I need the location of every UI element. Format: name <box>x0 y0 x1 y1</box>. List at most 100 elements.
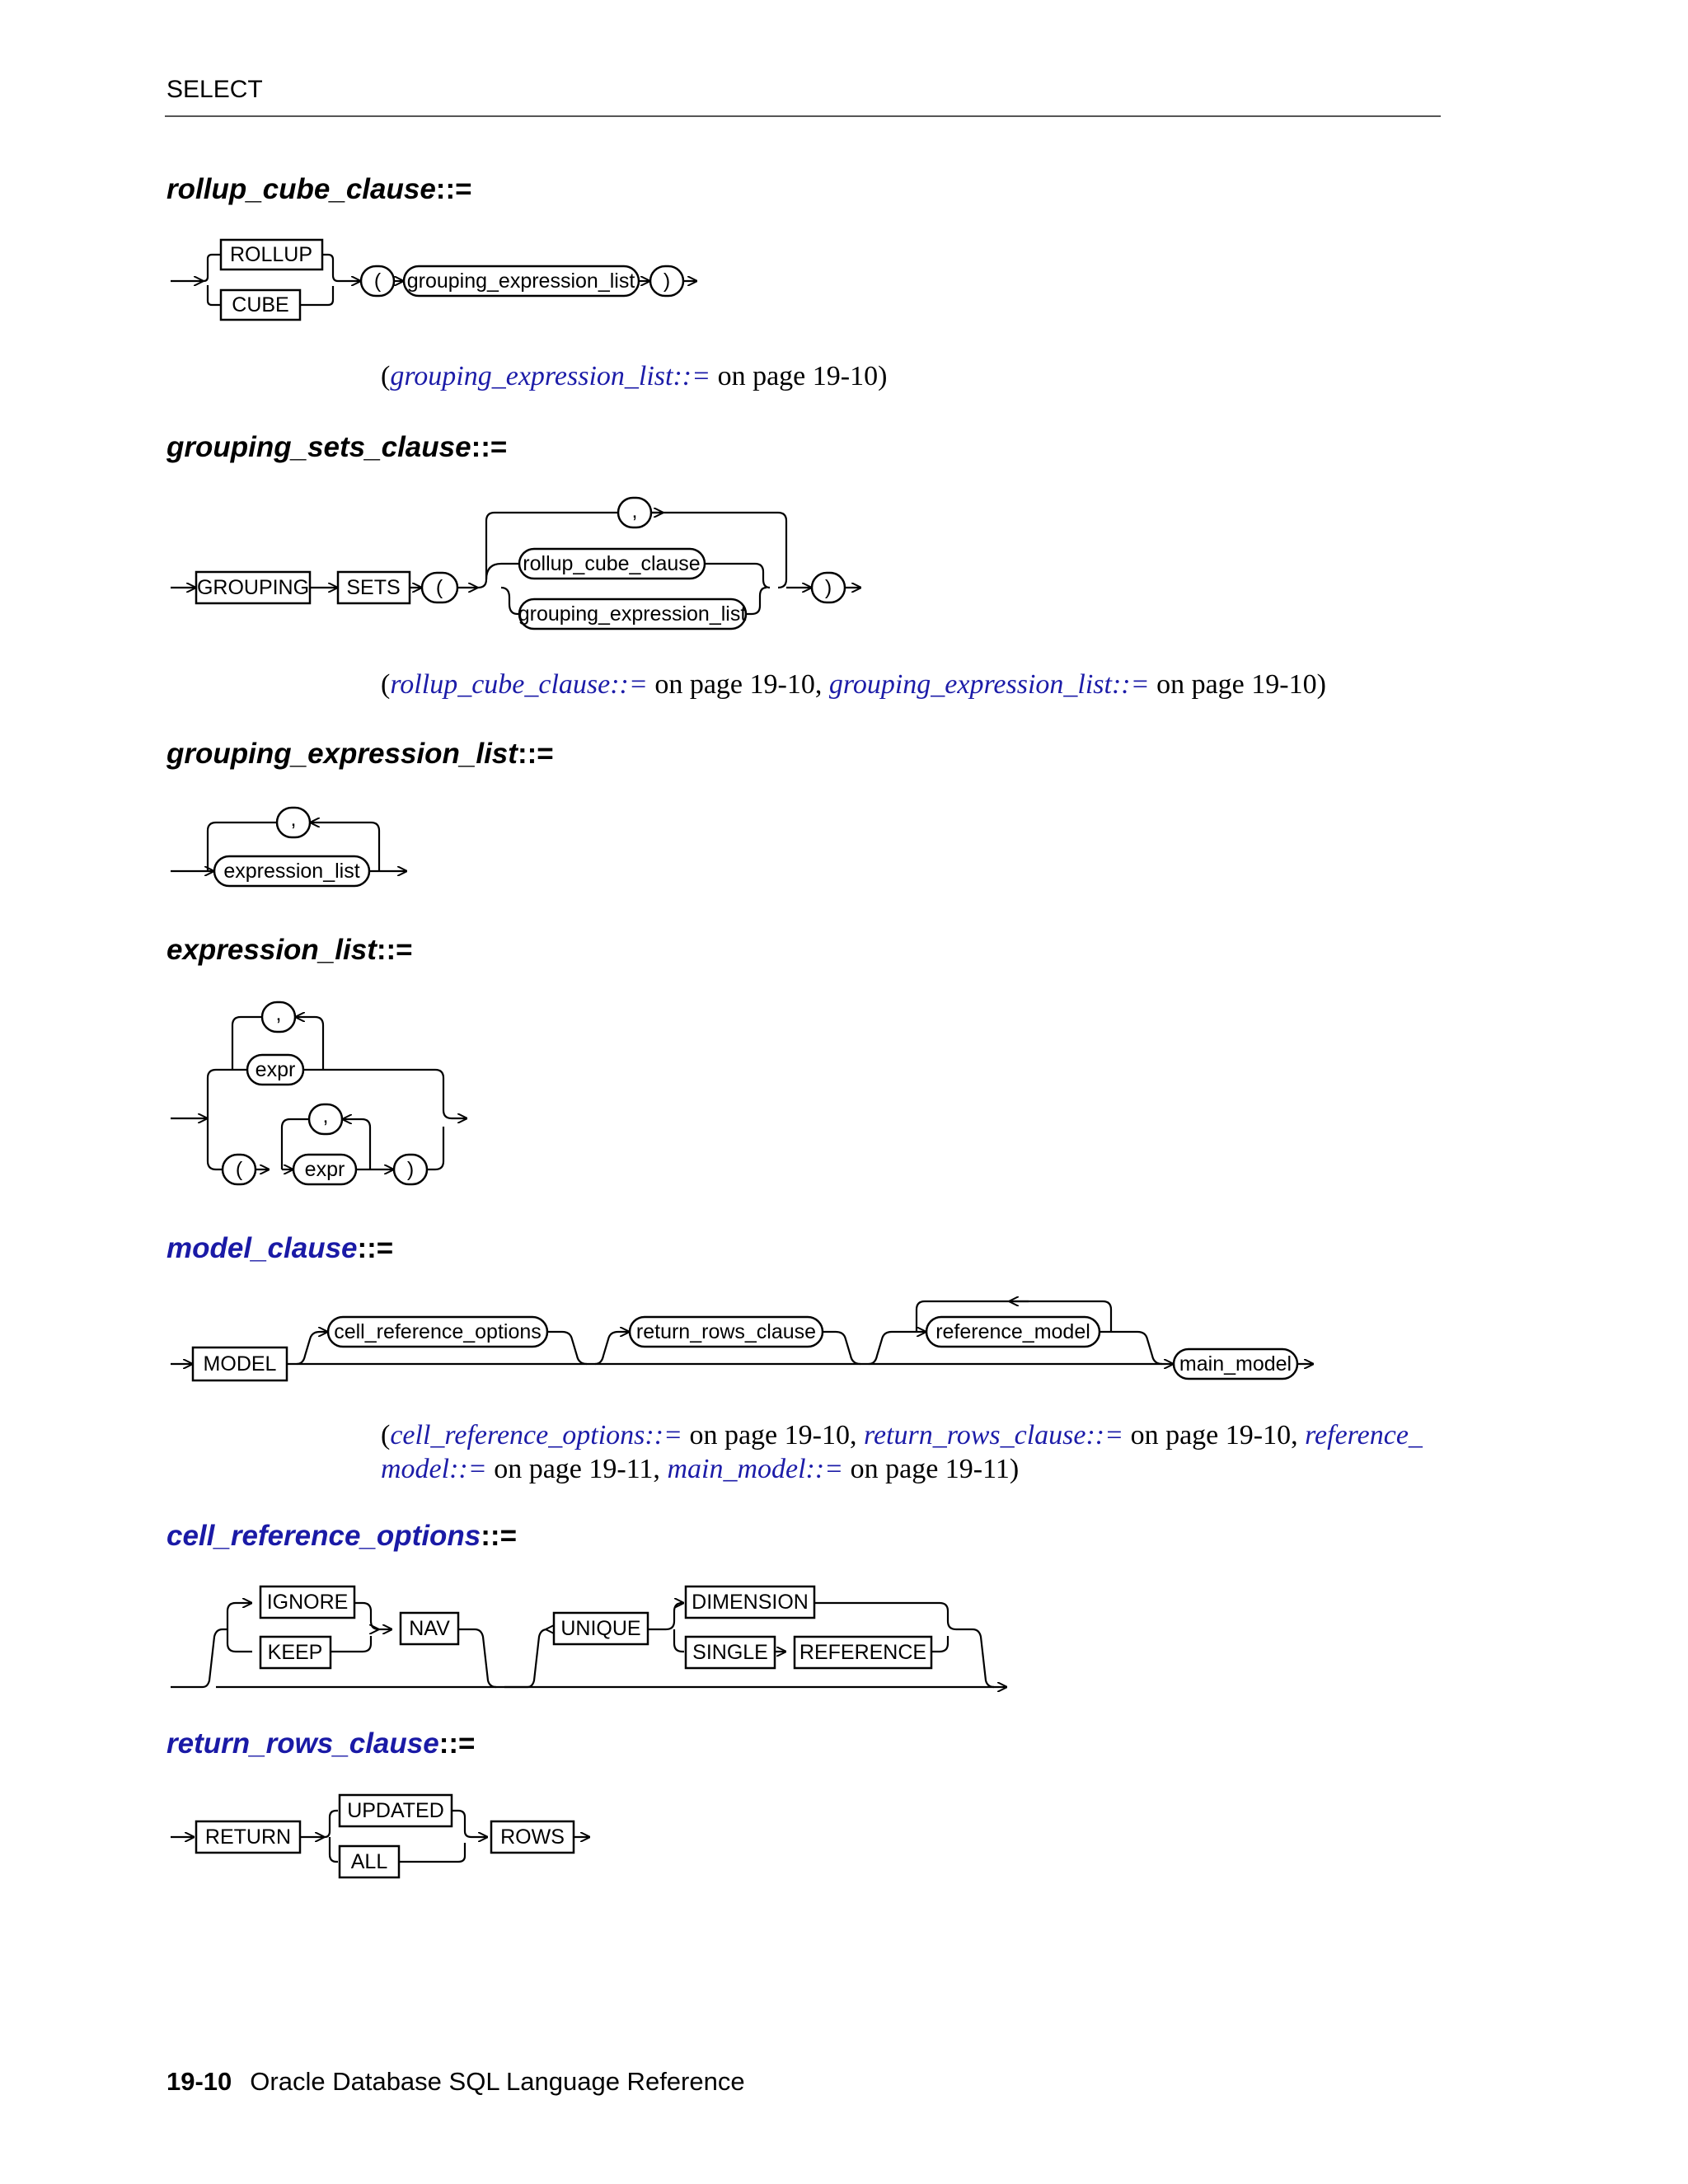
heading-return-rows-clause[interactable]: return_rows_clause::= <box>166 1727 476 1760</box>
label-ignore: IGNORE <box>267 1591 349 1614</box>
diagram-return-rows-clause <box>171 1809 590 1863</box>
label-cube: CUBE <box>232 293 288 316</box>
link-main-model[interactable]: main_model::= <box>667 1454 844 1484</box>
token-return-rows-clause <box>628 1315 824 1348</box>
token-expr <box>246 1053 305 1086</box>
link-grouping-expression-list[interactable]: grouping_expression_list::= <box>390 361 711 391</box>
link-grouping-expression-list[interactable]: grouping_expression_list::= <box>828 669 1150 700</box>
label-all: ALL <box>351 1850 388 1873</box>
link-reference-model[interactable]: reference_ <box>1305 1420 1423 1451</box>
token-main-model <box>1172 1347 1299 1380</box>
label-comma: , <box>276 1002 282 1025</box>
running-header: SELECT <box>166 76 263 103</box>
token-updated <box>338 1793 453 1828</box>
token-dimension <box>684 1585 816 1619</box>
heading-grouping-sets-clause: grouping_sets_clause::= <box>166 431 508 463</box>
diagram-cell-reference-options <box>171 1603 1007 1687</box>
label-rollup: ROLLUP <box>230 243 312 266</box>
label-expr: expr <box>256 1058 296 1081</box>
token-grouping <box>195 570 312 605</box>
label-comma: , <box>291 808 297 831</box>
label-reference: REFERENCE <box>799 1641 926 1664</box>
token-keep <box>259 1635 332 1670</box>
token-reference-model <box>925 1315 1101 1348</box>
token-lparen <box>420 571 459 604</box>
label-comma: , <box>632 499 638 523</box>
label-rollup-cube-clause: rollup_cube_clause <box>523 552 700 575</box>
token-ignore <box>259 1585 356 1619</box>
page-footer: 19-10 Oracle Database SQL Language Refere… <box>166 2067 745 2097</box>
xref-rollup-cube: (grouping_expression_list::= on page 19-… <box>381 361 888 391</box>
label-model: MODEL <box>204 1352 277 1376</box>
token-return <box>195 1820 302 1854</box>
token-rparen <box>392 1153 429 1186</box>
token-rollup-cube-clause <box>518 547 706 580</box>
label-updated: UPDATED <box>347 1799 444 1822</box>
token-single <box>684 1635 776 1670</box>
token-reference <box>793 1635 933 1670</box>
book-title: Oracle Database SQL Language Reference <box>250 2067 745 2096</box>
label-sets: SETS <box>346 576 400 599</box>
token-comma <box>307 1103 344 1136</box>
token-all <box>338 1844 401 1879</box>
token-model <box>191 1346 288 1382</box>
link-return-rows-clause[interactable]: return_rows_clause::= <box>863 1420 1124 1451</box>
label-comma: , <box>323 1104 329 1127</box>
diagram-grouping-expression-list <box>171 823 407 871</box>
link-reference-model-cont[interactable]: model::= <box>381 1454 487 1484</box>
token-comma <box>275 806 312 839</box>
label-grouping-expression-list: grouping_expression_list <box>518 602 747 626</box>
diagram-rollup-cube-clause <box>171 253 697 307</box>
label-lparen: ( <box>374 269 382 293</box>
label-keep: KEEP <box>268 1641 323 1664</box>
token-unique <box>552 1611 649 1646</box>
page-number: 19-10 <box>166 2067 232 2096</box>
label-grouping: GROUPING <box>197 576 309 599</box>
token-comma <box>260 1001 297 1033</box>
label-reference-model: reference_model <box>935 1320 1090 1343</box>
token-lparen <box>221 1153 257 1186</box>
token-lparen <box>359 265 396 298</box>
header-rule <box>165 115 1441 117</box>
token-cube <box>219 288 302 321</box>
token-nav <box>399 1611 460 1646</box>
heading-expression-list: expression_list::= <box>166 934 413 966</box>
token-expr <box>292 1153 358 1186</box>
xref-grouping-sets: (rollup_cube_clause::= on page 19-10, gr… <box>381 669 1326 700</box>
label-rparen: ) <box>663 269 670 293</box>
label-single: SINGLE <box>692 1641 768 1664</box>
token-rparen <box>649 265 685 298</box>
label-lparen: ( <box>436 576 443 599</box>
label-rows: ROWS <box>500 1825 565 1849</box>
token-expression-list <box>213 855 371 888</box>
label-return-rows-clause: return_rows_clause <box>636 1320 816 1343</box>
diagram-expression-list <box>171 1017 467 1169</box>
heading-cell-reference-options[interactable]: cell_reference_options::= <box>166 1520 518 1552</box>
diagram-model-clause <box>171 1301 1314 1364</box>
label-unique: UNIQUE <box>560 1617 640 1640</box>
heading-rollup-cube-clause: rollup_cube_clause::= <box>166 173 472 205</box>
token-comma <box>617 496 653 529</box>
label-nav: NAV <box>409 1617 450 1640</box>
label-rparen: ) <box>825 576 832 599</box>
label-expression-list: expression_list <box>223 860 359 883</box>
token-rparen <box>810 571 846 604</box>
token-cell-reference-options <box>326 1315 549 1348</box>
label-cell-reference-options: cell_reference_options <box>334 1320 542 1343</box>
heading-model-clause[interactable]: model_clause::= <box>166 1232 394 1264</box>
label-dimension: DIMENSION <box>692 1591 809 1614</box>
label-return: RETURN <box>205 1825 291 1849</box>
token-grouping-expression-list <box>518 598 748 630</box>
xref-model-clause: (cell_reference_options::= on page 19-10… <box>381 1420 1423 1484</box>
label-expr: expr <box>305 1158 345 1181</box>
token-rows <box>490 1820 575 1854</box>
token-rollup <box>219 238 324 271</box>
label-main-model: main_model <box>1179 1352 1292 1376</box>
label-rparen: ) <box>407 1158 414 1181</box>
link-rollup-cube-clause[interactable]: rollup_cube_clause::= <box>390 669 648 700</box>
token-grouping-expression-list <box>402 265 640 298</box>
link-cell-reference-options[interactable]: cell_reference_options::= <box>390 1420 682 1451</box>
heading-grouping-expression-list: grouping_expression_list::= <box>166 738 554 770</box>
token-sets <box>336 570 411 605</box>
